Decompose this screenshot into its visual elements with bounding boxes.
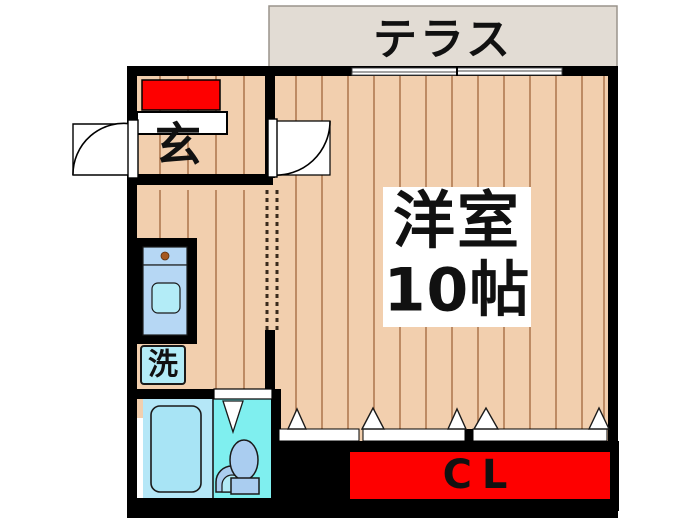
bathroom-door-opening	[213, 388, 273, 400]
closet-track-3	[472, 428, 608, 442]
kitchen-basin	[151, 282, 181, 314]
entrance-label: 玄	[155, 118, 201, 172]
wall-top-entrance	[127, 66, 273, 76]
entrance-area: 玄	[136, 79, 228, 172]
wall-bath-top	[133, 389, 281, 399]
wall-right	[608, 66, 618, 518]
bathroom-door-swing-icon	[222, 400, 244, 435]
washer-label: 洗	[148, 348, 178, 383]
terrace-sliding-window	[351, 66, 563, 76]
terrace-area: テラス	[268, 5, 618, 75]
closet-arrow-2	[360, 406, 386, 430]
wall-bath-right	[271, 389, 281, 509]
wall-entrance-hall	[133, 174, 273, 185]
main-room-name: 洋室	[393, 184, 521, 257]
washer-pan	[140, 345, 186, 385]
main-room-label-group: 洋室 10帖	[383, 184, 531, 327]
bathroom-area	[143, 388, 273, 498]
terrace-label: テラス	[373, 14, 513, 65]
toilet-bowl	[229, 439, 259, 481]
closet-track-mullion	[465, 429, 473, 441]
closet-door-arrows	[286, 406, 611, 430]
main-room-size: 10帖	[384, 256, 531, 326]
wall-kitchen-top	[133, 238, 197, 247]
toilet-tank	[230, 477, 260, 495]
closet-label: CL	[443, 452, 518, 498]
wall-kitchen-left	[133, 238, 143, 344]
washing-machine-space: 洗	[140, 345, 186, 385]
interior-door-arc	[271, 120, 331, 176]
closet-area: CL	[278, 406, 611, 499]
shoe-cabinet	[141, 79, 221, 111]
wall-corridor-lower	[265, 330, 275, 442]
main-room-label-bg	[383, 187, 531, 327]
kitchen-faucet-icon	[160, 251, 170, 261]
kitchen-sink	[142, 246, 188, 336]
wall-kitchen-right	[187, 238, 197, 344]
closet-track-2	[362, 428, 466, 442]
entry-door-panel	[127, 119, 139, 179]
wall-bath-bottom	[133, 498, 281, 510]
window-sash-left	[351, 67, 458, 73]
interior-door-swing	[267, 118, 331, 178]
closet-arrow-4	[472, 406, 500, 430]
closet-body	[350, 452, 610, 499]
closet-arrow-3	[446, 407, 468, 430]
window-sash-right	[456, 70, 563, 76]
entry-door-swing	[72, 119, 139, 179]
wall-bottom	[127, 508, 618, 518]
wall-left	[127, 66, 137, 518]
entry-door-arc	[72, 122, 133, 176]
closet-arrow-5	[587, 406, 611, 430]
wall-kitchen-bottom	[133, 335, 197, 344]
terrace-slab	[268, 5, 618, 75]
interior-door-panel	[267, 118, 278, 178]
closet-arrow-1	[286, 407, 308, 430]
closet-track-1	[278, 428, 360, 442]
bathtub	[150, 405, 202, 493]
